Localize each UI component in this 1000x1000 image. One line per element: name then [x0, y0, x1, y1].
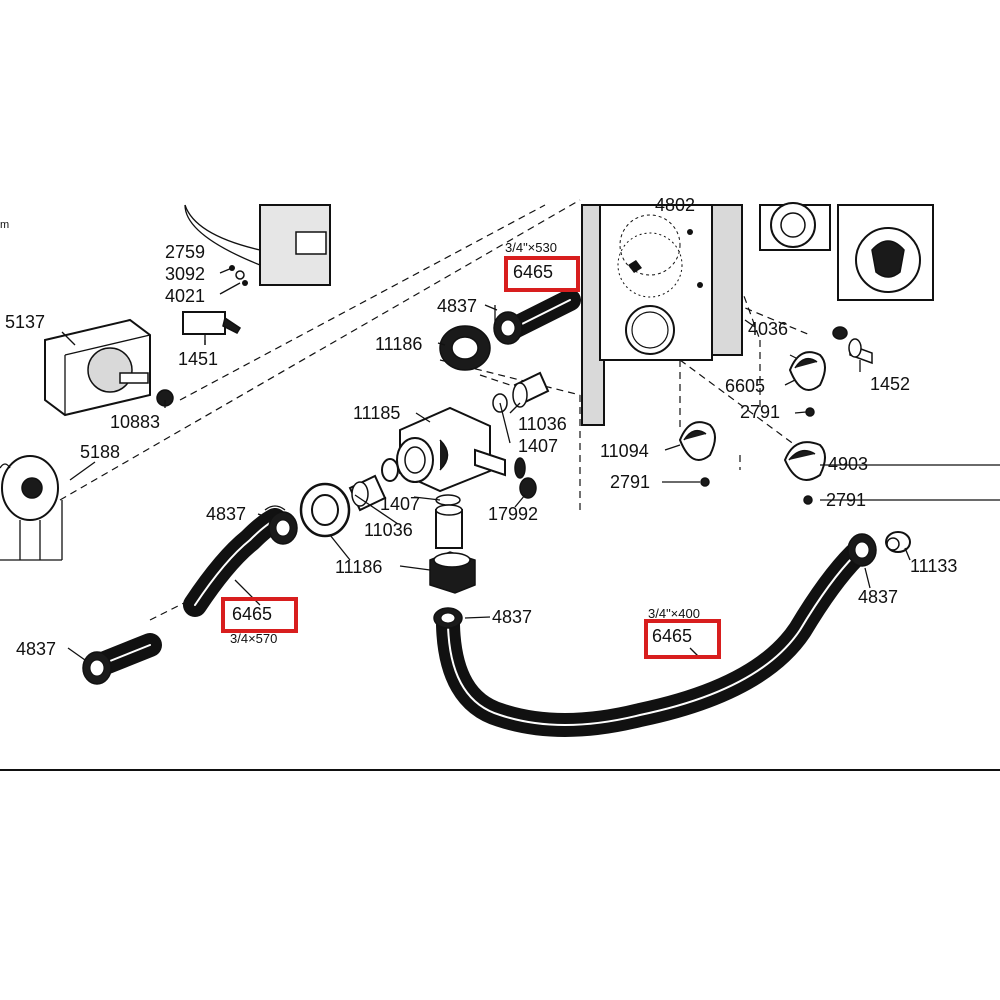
switch-1451	[182, 311, 242, 345]
label-4021: 4021	[165, 286, 205, 306]
label-1451: 1451	[178, 349, 218, 369]
sleeve-11133	[885, 531, 911, 553]
label-6465-top: 6465	[513, 262, 553, 282]
label-4837-c: 4837	[16, 639, 56, 659]
valve-11185	[396, 406, 526, 506]
label-5188: 5188	[80, 442, 120, 462]
knob-4903	[783, 441, 826, 481]
hose-6465-top	[493, 289, 581, 345]
label-4903: 4903	[828, 454, 868, 474]
label-11186-a: 11186	[375, 334, 422, 354]
label-2791-b: 2791	[610, 472, 650, 492]
control-panel	[581, 204, 743, 426]
fittings-middle-left	[299, 458, 399, 538]
label-10883: 10883	[110, 412, 160, 432]
nut-17992	[519, 477, 537, 499]
label-11094: 11094	[600, 441, 649, 461]
nut-11186-top	[439, 325, 491, 371]
label-17992: 17992	[488, 504, 538, 524]
highlight-box-right	[644, 619, 721, 659]
label-2791-c: 2791	[826, 490, 866, 510]
highlight-box-left	[221, 597, 298, 633]
label-1407-b: 1407	[380, 494, 420, 514]
label-6465-top-size: 3/4"×530	[505, 240, 557, 255]
leader-lines	[61, 267, 1000, 661]
label-6465-right-size: 3/4"×400	[648, 606, 700, 621]
label-6605: 6605	[725, 376, 765, 396]
label-4837-d: 4837	[492, 607, 532, 627]
hose-6465-left	[183, 505, 298, 617]
fittings-below-valve	[429, 504, 476, 594]
label-11036-a: 11036	[518, 414, 567, 434]
label-6465-left-size: 3/4×570	[230, 631, 277, 646]
label-4802: 4802	[655, 195, 695, 215]
screws-right	[700, 326, 873, 505]
label-3092: 3092	[165, 264, 205, 284]
part-labels: 3/4"×530 6465 4802 2759 3092 4021 1451 5…	[5, 195, 957, 659]
highlight-box-top	[504, 256, 580, 292]
hose-end-bottom-left	[82, 633, 162, 685]
label-4837-e: 4837	[858, 587, 898, 607]
label-11036-b: 11036	[364, 520, 413, 540]
label-6465-right: 6465	[652, 626, 692, 646]
label-6465-left: 6465	[232, 604, 272, 624]
label-4036: 4036	[748, 319, 788, 339]
top-right-switches	[759, 202, 934, 301]
timer-5137	[44, 318, 151, 417]
label-4837-a: 4837	[437, 296, 477, 316]
label-2759: 2759	[165, 242, 205, 262]
hose-6465-right	[433, 533, 877, 737]
plate-5188	[0, 455, 63, 561]
label-4837-b: 4837	[206, 504, 246, 524]
top-left-boxes	[184, 204, 331, 286]
label-1407-a: 1407	[518, 436, 558, 456]
label-11186-b: 11186	[335, 557, 382, 577]
screws-2759	[229, 265, 248, 286]
label-11133: 11133	[910, 556, 957, 576]
fitting-11036-top	[492, 371, 550, 413]
label-1452: 1452	[870, 374, 910, 394]
edge-label: m	[0, 219, 9, 231]
label-5137: 5137	[5, 312, 45, 332]
label-2791-a: 2791	[740, 402, 780, 422]
knob-11094	[678, 421, 716, 461]
label-11185: 11185	[353, 403, 400, 423]
highlight-boxes	[221, 256, 721, 659]
knob-6605	[788, 351, 826, 391]
